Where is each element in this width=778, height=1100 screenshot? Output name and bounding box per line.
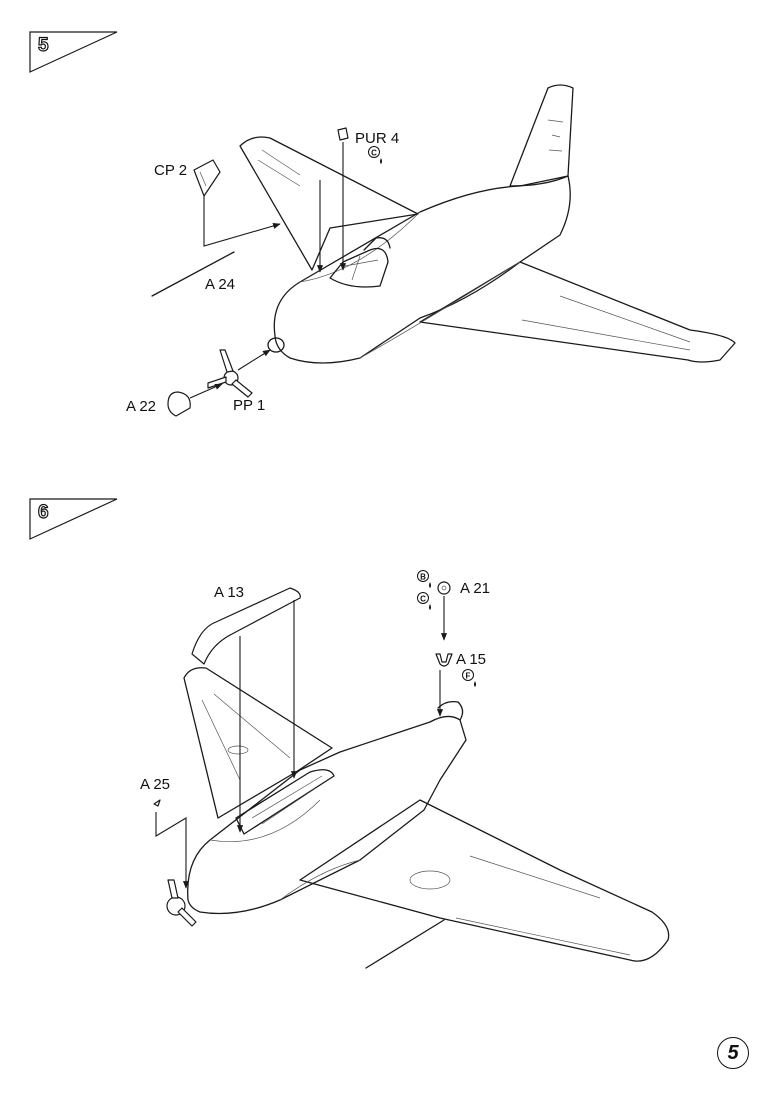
callout-a25: A 25 xyxy=(140,776,171,793)
svg-text:C: C xyxy=(420,595,426,604)
callout-a15: A 15 xyxy=(456,651,487,668)
paint-drop-icon: B xyxy=(417,570,431,588)
callout-pur4: PUR 4 xyxy=(355,130,400,147)
paint-drop-icon: F xyxy=(462,669,476,687)
callout-cp2: CP 2 xyxy=(154,162,188,179)
step6-airplane-drawing: B C F xyxy=(153,570,670,969)
callout-a21: A 21 xyxy=(460,580,491,597)
svg-text:B: B xyxy=(420,573,426,582)
page-number: 5 xyxy=(717,1037,749,1069)
paint-drop-icon: C xyxy=(368,146,382,164)
callout-a24: A 24 xyxy=(205,276,236,293)
step5-flag-icon xyxy=(29,31,118,73)
callout-a22: A 22 xyxy=(126,398,157,415)
step-number: 5 xyxy=(37,35,49,56)
step5-airplane-drawing: C xyxy=(151,84,736,417)
svg-text:F: F xyxy=(466,672,471,681)
pp1-propeller-part xyxy=(207,349,253,398)
step6-flag-icon xyxy=(29,498,118,540)
callout-a13: A 13 xyxy=(214,584,245,601)
paint-drop-icon: C xyxy=(417,592,431,610)
svg-text:C: C xyxy=(371,149,377,158)
step-number: 6 xyxy=(37,502,49,523)
callout-pp1: PP 1 xyxy=(233,397,266,414)
